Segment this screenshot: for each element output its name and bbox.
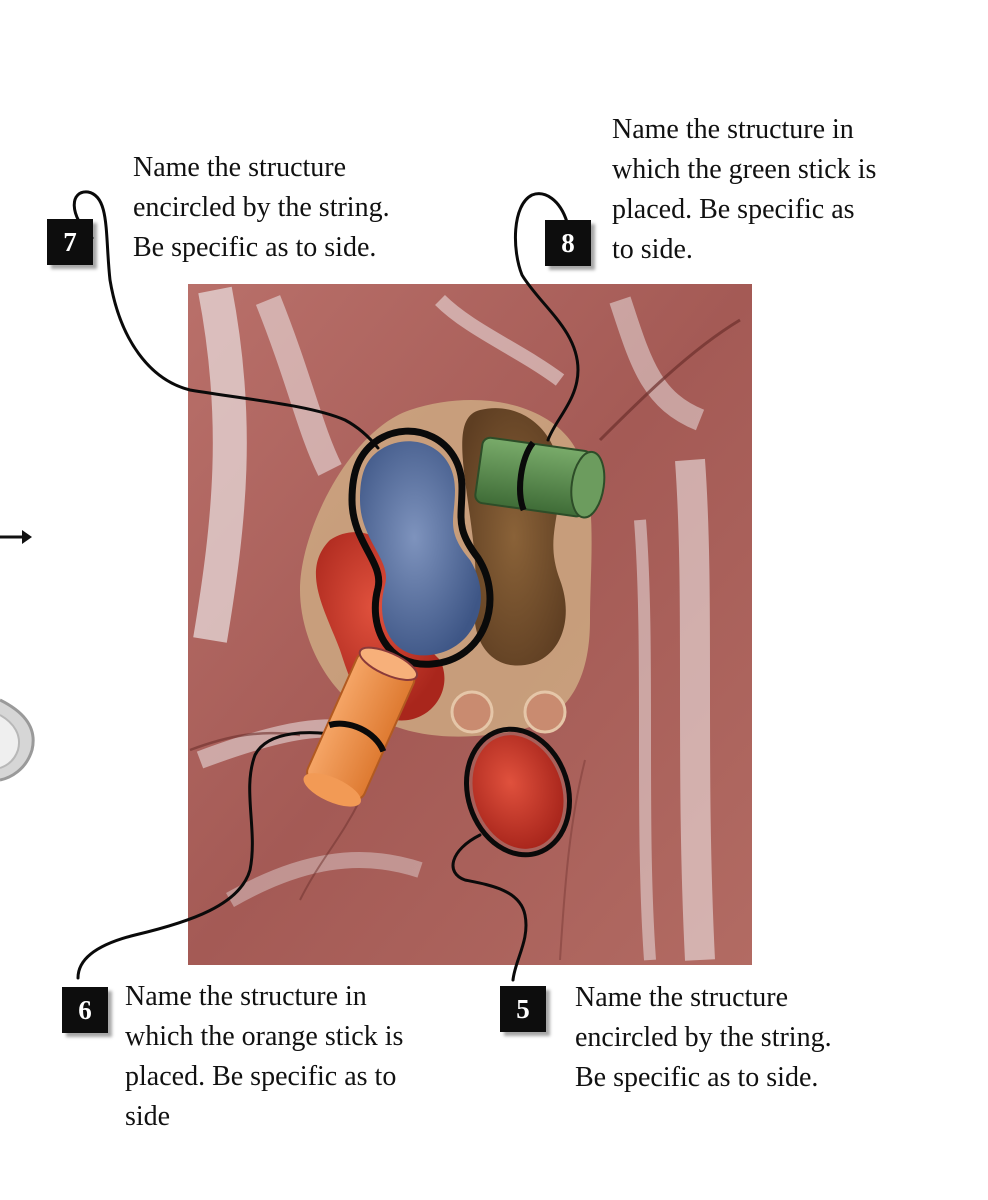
instrument-tray-icon	[0, 698, 35, 782]
question-7-line: encircled by the string.	[133, 192, 390, 223]
question-5-line: Name the structure	[575, 982, 789, 1013]
arrow-icon	[0, 530, 32, 544]
question-8-line: to side.	[612, 234, 693, 265]
tissue-photo	[188, 284, 752, 965]
question-6-line: placed. Be specific as to	[125, 1061, 397, 1092]
question-8-line: which the green stick is	[612, 154, 877, 185]
question-number-badge-8: 8	[545, 220, 591, 266]
question-7-text: Name the structure encircled by the stri…	[133, 148, 390, 268]
red-structure-right	[472, 735, 564, 849]
question-number-badge-6: 6	[62, 987, 108, 1033]
node-left	[450, 690, 494, 734]
question-5-text: Name the structure encircled by the stri…	[575, 978, 832, 1098]
question-6-line: Name the structure in	[125, 981, 367, 1012]
question-5-line: Be specific as to side.	[575, 1062, 819, 1093]
question-7-line: Be specific as to side.	[133, 232, 377, 263]
question-8-line: placed. Be specific as	[612, 194, 855, 225]
question-8-line: Name the structure in	[612, 114, 854, 145]
question-7-line: Name the structure	[133, 152, 347, 183]
blue-structure	[360, 441, 481, 656]
node-right	[523, 690, 567, 734]
green-stick	[474, 436, 606, 519]
strings	[72, 190, 580, 982]
orange-stick	[303, 646, 419, 807]
question-number-badge-5: 5	[500, 986, 546, 1032]
question-6-text: Name the structure in which the orange s…	[125, 977, 403, 1137]
question-number-badge-7: 7	[47, 219, 93, 265]
question-6-line: which the orange stick is	[125, 1021, 404, 1052]
question-5-line: encircled by the string.	[575, 1022, 832, 1053]
question-6-line: side	[125, 1101, 171, 1132]
question-8-text: Name the structure in which the green st…	[612, 110, 876, 270]
